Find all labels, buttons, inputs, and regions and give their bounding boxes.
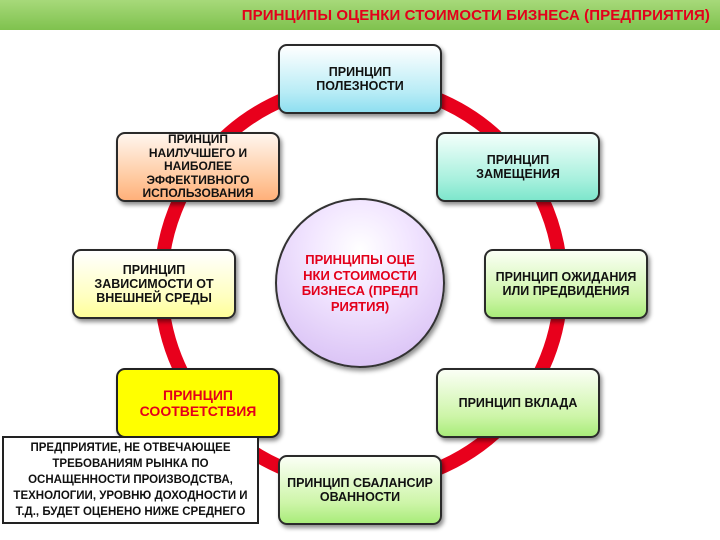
principle-best-use-label: ПРИНЦИП НАИЛУЧШЕГО И НАИБОЛЕЕ ЭФФЕКТИВНО… xyxy=(142,132,254,201)
center-label: ПРИНЦИПЫ ОЦЕНКИ СТОИМОСТИ БИЗНЕСА (ПРЕДП… xyxy=(301,252,419,314)
principle-conformity-label: ПРИНЦИП СООТВЕТСТВИЯ xyxy=(139,387,257,419)
principle-contribution: ПРИНЦИП ВКЛАДА xyxy=(436,368,600,438)
principle-balance-label: ПРИНЦИП СБАЛАНСИРОВАННОСТИ xyxy=(287,476,433,504)
principle-utility: ПРИНЦИП ПОЛЕЗНОСТИ xyxy=(278,44,442,114)
principle-dependence-label: ПРИНЦИП ЗАВИСИМОСТИ ОТ ВНЕШНЕЙ СРЕДЫ xyxy=(94,263,214,305)
conformity-note-text: ПРЕДПРИЯТИЕ, НЕ ОТВЕЧАЮЩЕЕ ТРЕБОВАНИЯМ Р… xyxy=(13,442,248,518)
principle-balance: ПРИНЦИП СБАЛАНСИРОВАННОСТИ xyxy=(278,455,442,525)
principle-replacement-label: ПРИНЦИП ЗАМЕЩЕНИЯ xyxy=(476,153,560,181)
principle-contribution-label: ПРИНЦИП ВКЛАДА xyxy=(458,396,578,410)
page-title: ПРИНЦИПЫ ОЦЕНКИ СТОИМОСТИ БИЗНЕСА (ПРЕДП… xyxy=(241,6,710,24)
principle-conformity: ПРИНЦИП СООТВЕТСТВИЯ xyxy=(116,368,280,438)
principle-replacement: ПРИНЦИП ЗАМЕЩЕНИЯ xyxy=(436,132,600,202)
principle-expectation-label: ПРИНЦИП ОЖИДАНИЯ ИЛИ ПРЕДВИДЕНИЯ xyxy=(495,270,637,298)
title-bar: ПРИНЦИПЫ ОЦЕНКИ СТОИМОСТИ БИЗНЕСА (ПРЕДП… xyxy=(0,0,720,30)
principle-expectation: ПРИНЦИП ОЖИДАНИЯ ИЛИ ПРЕДВИДЕНИЯ xyxy=(484,249,648,319)
center-circle: ПРИНЦИПЫ ОЦЕНКИ СТОИМОСТИ БИЗНЕСА (ПРЕДП… xyxy=(275,198,445,368)
conformity-note: ПРЕДПРИЯТИЕ, НЕ ОТВЕЧАЮЩЕЕ ТРЕБОВАНИЯМ Р… xyxy=(2,436,259,524)
principle-dependence: ПРИНЦИП ЗАВИСИМОСТИ ОТ ВНЕШНЕЙ СРЕДЫ xyxy=(72,249,236,319)
principle-utility-label: ПРИНЦИП ПОЛЕЗНОСТИ xyxy=(316,65,404,93)
principle-best-use: ПРИНЦИП НАИЛУЧШЕГО И НАИБОЛЕЕ ЭФФЕКТИВНО… xyxy=(116,132,280,202)
